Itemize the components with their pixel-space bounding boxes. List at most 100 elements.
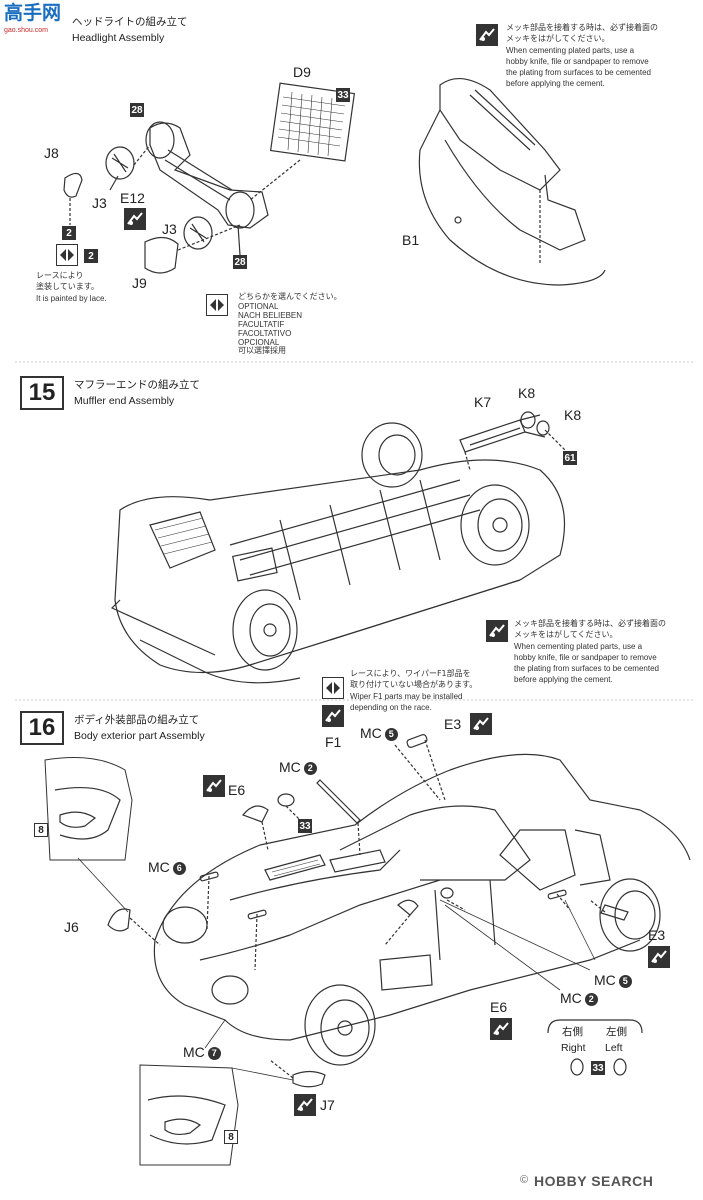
cement-note-en-3: the plating from surfaces to be cemented: [506, 68, 651, 77]
wiper-note-jp-2: 取り付けていない場合があります。: [350, 680, 478, 689]
cement-note-en-4: before applying the cement.: [506, 79, 605, 88]
paint-badge-8-top-inset: 8: [34, 823, 48, 837]
side-left-jp: 左側: [606, 1026, 627, 1038]
cement-note-en-2: hobby knife, file or sandpaper to remove: [506, 57, 649, 66]
lace-note-jp-2: 塗装しています。: [36, 282, 99, 291]
step15-cement-note-en-2: hobby knife, file or sandpaper to remove: [514, 653, 657, 662]
part-mc2-top-number: 2: [303, 761, 317, 775]
part-e6-top: E6: [228, 782, 246, 798]
optional-lang-3: FACULTATIF: [238, 320, 285, 329]
part-j6: J6: [64, 919, 79, 935]
step15-cement-note-en-4: before applying the cement.: [514, 675, 613, 684]
step15-title-jp: マフラーエンドの組み立て: [74, 379, 200, 391]
part-mc5-right-number: 5: [618, 974, 632, 988]
chrome-plated-icon-e3-right: [648, 946, 670, 968]
part-mc7-label: MC: [183, 1044, 205, 1060]
paint-badge-33-e6: 33: [298, 819, 312, 833]
part-f1: F1: [325, 734, 342, 750]
part-mc6-number: 6: [172, 861, 186, 875]
part-k8-top: K8: [518, 385, 536, 401]
optional-lang-5: OPCIONAL: [238, 338, 280, 347]
part-e3-right: E3: [648, 927, 666, 943]
part-e6-bottom: E6: [490, 999, 508, 1015]
watermark-copyright: ©: [520, 1174, 529, 1186]
lace-note-jp-1: レースにより: [36, 271, 84, 280]
wiper-note-jp-1: レースにより、ワイパーF1部品を: [350, 669, 471, 678]
part-j3-right: J3: [162, 221, 177, 237]
part-e12: E12: [120, 190, 145, 206]
paint-badge-2-side: 2: [84, 249, 98, 263]
wiper-note-en-2: depending on the race.: [350, 703, 432, 712]
part-j3-left: J3: [92, 195, 107, 211]
step14-title-en: Headlight Assembly: [72, 32, 165, 44]
chrome-plated-icon-j7: [294, 1094, 316, 1116]
part-mc5-top-number: 5: [384, 727, 398, 741]
step15-title-en: Muffler end Assembly: [74, 395, 175, 407]
cement-note-jp-2: メッキをはがしてください。: [506, 34, 610, 43]
step16-title-en: Body exterior part Assembly: [74, 730, 205, 742]
part-d9: D9: [293, 64, 311, 80]
chrome-plated-icon-b1: [476, 24, 498, 46]
part-mc2-right-number: 2: [584, 992, 598, 1006]
step15-cement-note-en-1: When cementing plated parts, use a: [514, 642, 643, 651]
part-b1: B1: [402, 232, 420, 248]
side-left-en: Left: [605, 1042, 623, 1054]
site-logo: 高手网 gao.shou.com: [4, 4, 68, 38]
lace-note-en: It is painted by lace.: [36, 294, 107, 303]
chrome-plated-icon-e12: [124, 208, 146, 230]
paint-badge-28-bottom: 28: [233, 255, 247, 269]
site-logo-text: 高手网: [4, 2, 62, 24]
part-k7: K7: [474, 394, 492, 410]
option-select-icon: [206, 294, 228, 316]
part-mc5-right-label: MC: [594, 972, 616, 988]
part-mc6-label: MC: [148, 859, 170, 875]
part-mc2-top-label: MC: [279, 759, 301, 775]
part-j7: J7: [320, 1097, 335, 1113]
cement-note-jp-1: メッキ部品を接着する時は、必ず接着面の: [506, 23, 658, 32]
paint-badge-2-top: 2: [62, 226, 76, 240]
paint-badge-61: 61: [563, 451, 577, 465]
step16-number: 16: [20, 711, 64, 745]
paint-badge-33: 33: [336, 88, 350, 102]
chrome-plated-icon-e3-top: [470, 713, 492, 735]
wiper-note-en-1: Wiper F1 parts may be installed: [350, 692, 463, 701]
optional-lang-2: NACH BELIEBEN: [238, 311, 303, 320]
step15-cement-note-en-3: the plating from surfaces to be cemented: [514, 664, 659, 673]
option-select-icon-wiper: [322, 677, 344, 699]
cement-note-en-1: When cementing plated parts, use a: [506, 46, 635, 55]
part-mc7-number: 7: [207, 1046, 221, 1060]
optional-lang-1: OPTIONAL: [238, 302, 279, 311]
step15-cement-note-jp-1: メッキ部品を接着する時は、必ず接着面の: [514, 619, 666, 628]
site-logo-subtext: gao.shou.com: [4, 27, 48, 34]
step15-number: 15: [20, 376, 64, 410]
optional-note-jp: どちらかを選んでください。: [238, 292, 342, 301]
paint-badge-33-side: 33: [591, 1061, 605, 1075]
side-right-jp: 右側: [562, 1026, 583, 1038]
part-j8: J8: [44, 145, 59, 161]
optional-lang-4: FACOLTATIVO: [238, 329, 292, 338]
step16-title-jp: ボディ外装部品の組み立て: [74, 714, 200, 726]
step15-cement-note-jp-2: メッキをはがしてください。: [514, 630, 618, 639]
part-mc2-right-label: MC: [560, 990, 582, 1006]
chrome-plated-icon-e6-top: [203, 775, 225, 797]
optional-lang-6: 可以選擇採用: [238, 346, 286, 355]
side-right-en: Right: [561, 1042, 586, 1054]
paint-badge-8-bottom-inset: 8: [224, 1130, 238, 1144]
step14-title-jp: ヘッドライトの組み立て: [72, 16, 188, 28]
chrome-plated-icon-wiper: [322, 705, 344, 727]
part-j9: J9: [132, 275, 147, 291]
watermark-brand: HOBBY SEARCH: [534, 1173, 654, 1189]
chrome-plated-icon-step15: [486, 620, 508, 642]
part-mc5-top-label: MC: [360, 725, 382, 741]
paint-badge-28-top: 28: [130, 103, 144, 117]
part-e3-top: E3: [444, 716, 462, 732]
chrome-plated-icon-e6-bottom: [490, 1018, 512, 1040]
option-arrows-icon: [56, 244, 78, 266]
